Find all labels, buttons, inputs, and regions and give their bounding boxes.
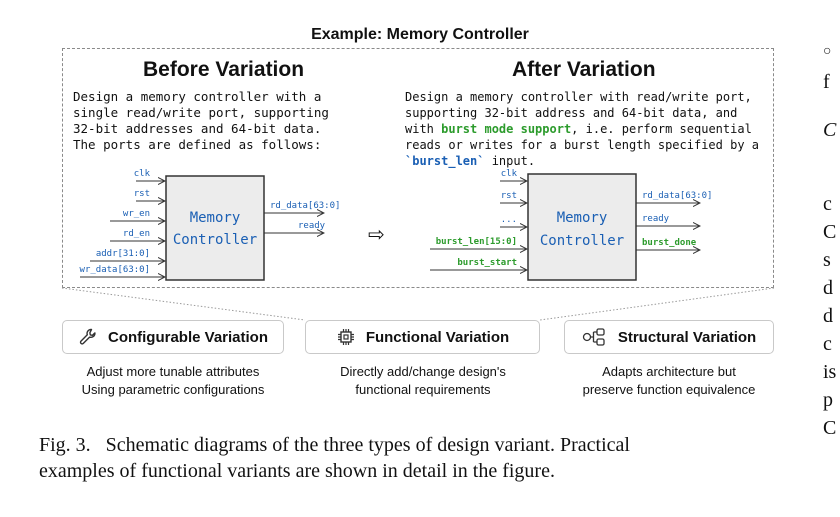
after-text-line3-post: , i.e. perform sequential — [571, 122, 752, 136]
caption-line2: examples of functional variants are show… — [39, 460, 555, 482]
functional-variation-card: Functional Variation — [305, 320, 540, 354]
structure-icon — [582, 327, 608, 347]
after-description: Design a memory controller with read/wri… — [405, 89, 759, 169]
connector-lines — [61, 287, 775, 321]
port-rd-data: rd_data[63:0] — [270, 201, 340, 211]
right-col-0: ○ — [823, 44, 832, 59]
right-col-8: c — [823, 333, 832, 355]
block-label-controller: Controller — [173, 232, 257, 248]
memory-controller-block-after — [527, 173, 637, 281]
port-wr-data: wr_data[63:0] — [80, 265, 150, 275]
right-col-10: p — [823, 389, 833, 411]
after-text-line3-pre: with — [405, 122, 442, 136]
structural-variation-desc: Adapts architecture but preserve functio… — [546, 363, 792, 399]
before-schematic: Memory Controller clk rst wr_en rd_en ad… — [80, 169, 340, 285]
port-ready: ready — [298, 221, 326, 231]
configurable-variation-title: Configurable Variation — [107, 328, 269, 346]
structural-variation-card: Structural Variation — [564, 320, 774, 354]
after-title: After Variation — [512, 58, 656, 81]
port-rd-en: rd_en — [123, 229, 150, 239]
configurable-variation-desc: Adjust more tunable attributes Using par… — [50, 363, 296, 399]
block-label-memory-after: Memory — [557, 210, 608, 226]
port-clk-after: clk — [501, 169, 518, 179]
functional-desc-line1: Directly add/change design's — [340, 364, 506, 379]
burst-mode-highlight: burst mode support — [441, 122, 572, 136]
before-description: Design a memory controller with a single… — [73, 89, 329, 152]
port-wr-en: wr_en — [123, 209, 150, 219]
block-label-controller-after: Controller — [540, 233, 624, 249]
after-schematic: Memory Controller clk rst ... burst_len[… — [430, 169, 712, 281]
right-col-4: C — [823, 221, 837, 243]
after-text-line1: Design a memory controller with read/wri… — [405, 90, 752, 104]
functional-variation-desc: Directly add/change design's functional … — [300, 363, 546, 399]
right-col-1: f — [823, 71, 830, 93]
example-box — [62, 48, 774, 288]
example-title: Example: Memory Controller — [311, 26, 529, 43]
configurable-desc-line1: Adjust more tunable attributes — [86, 364, 260, 379]
burst-len-highlight: `burst_len` — [405, 154, 485, 168]
figure-caption: Fig. 3. Schematic diagrams of the three … — [39, 432, 630, 484]
caption-line1: Fig. 3. Schematic diagrams of the three … — [39, 434, 630, 456]
right-col-2: C — [823, 119, 837, 141]
structural-desc-line1: Adapts architecture but — [602, 364, 736, 379]
port-burst-done: burst_done — [642, 238, 697, 248]
configurable-desc-line2: Using parametric configurations — [81, 382, 265, 397]
port-ready-after: ready — [642, 214, 670, 224]
transition-arrow: ⇨ — [368, 224, 385, 246]
functional-variation-title: Functional Variation — [365, 328, 510, 346]
after-text-line2: supporting 32-bit address and 64-bit dat… — [405, 106, 738, 120]
chip-icon — [336, 327, 356, 347]
structural-variation-title: Structural Variation — [617, 328, 757, 346]
block-label-memory: Memory — [190, 210, 241, 226]
right-col-11: C — [823, 417, 837, 439]
wrench-icon — [78, 327, 98, 347]
right-col-7: d — [823, 305, 833, 327]
before-title: Before Variation — [143, 58, 305, 81]
port-burst-len: burst_len[15:0] — [436, 237, 517, 247]
after-text-line5-post: input. — [484, 154, 536, 168]
port-rst-after: rst — [501, 191, 517, 201]
port-rst: rst — [134, 189, 150, 199]
right-col-5: s — [823, 249, 831, 271]
right-col-3: c — [823, 193, 832, 215]
right-col-6: d — [823, 277, 833, 299]
port-clk: clk — [134, 169, 151, 179]
port-addr: addr[31:0] — [96, 249, 150, 259]
after-text-line4: reads or writes for a burst length speci… — [405, 138, 760, 152]
structural-desc-line2: preserve function equivalence — [582, 382, 756, 397]
port-ellipsis: ... — [501, 215, 517, 225]
configurable-variation-card: Configurable Variation — [62, 320, 284, 354]
right-col-9: is — [823, 361, 837, 383]
memory-controller-block — [165, 175, 265, 281]
port-rd-data-after: rd_data[63:0] — [642, 191, 712, 201]
port-burst-start: burst_start — [457, 258, 517, 268]
functional-desc-line2: functional requirements — [355, 382, 491, 397]
